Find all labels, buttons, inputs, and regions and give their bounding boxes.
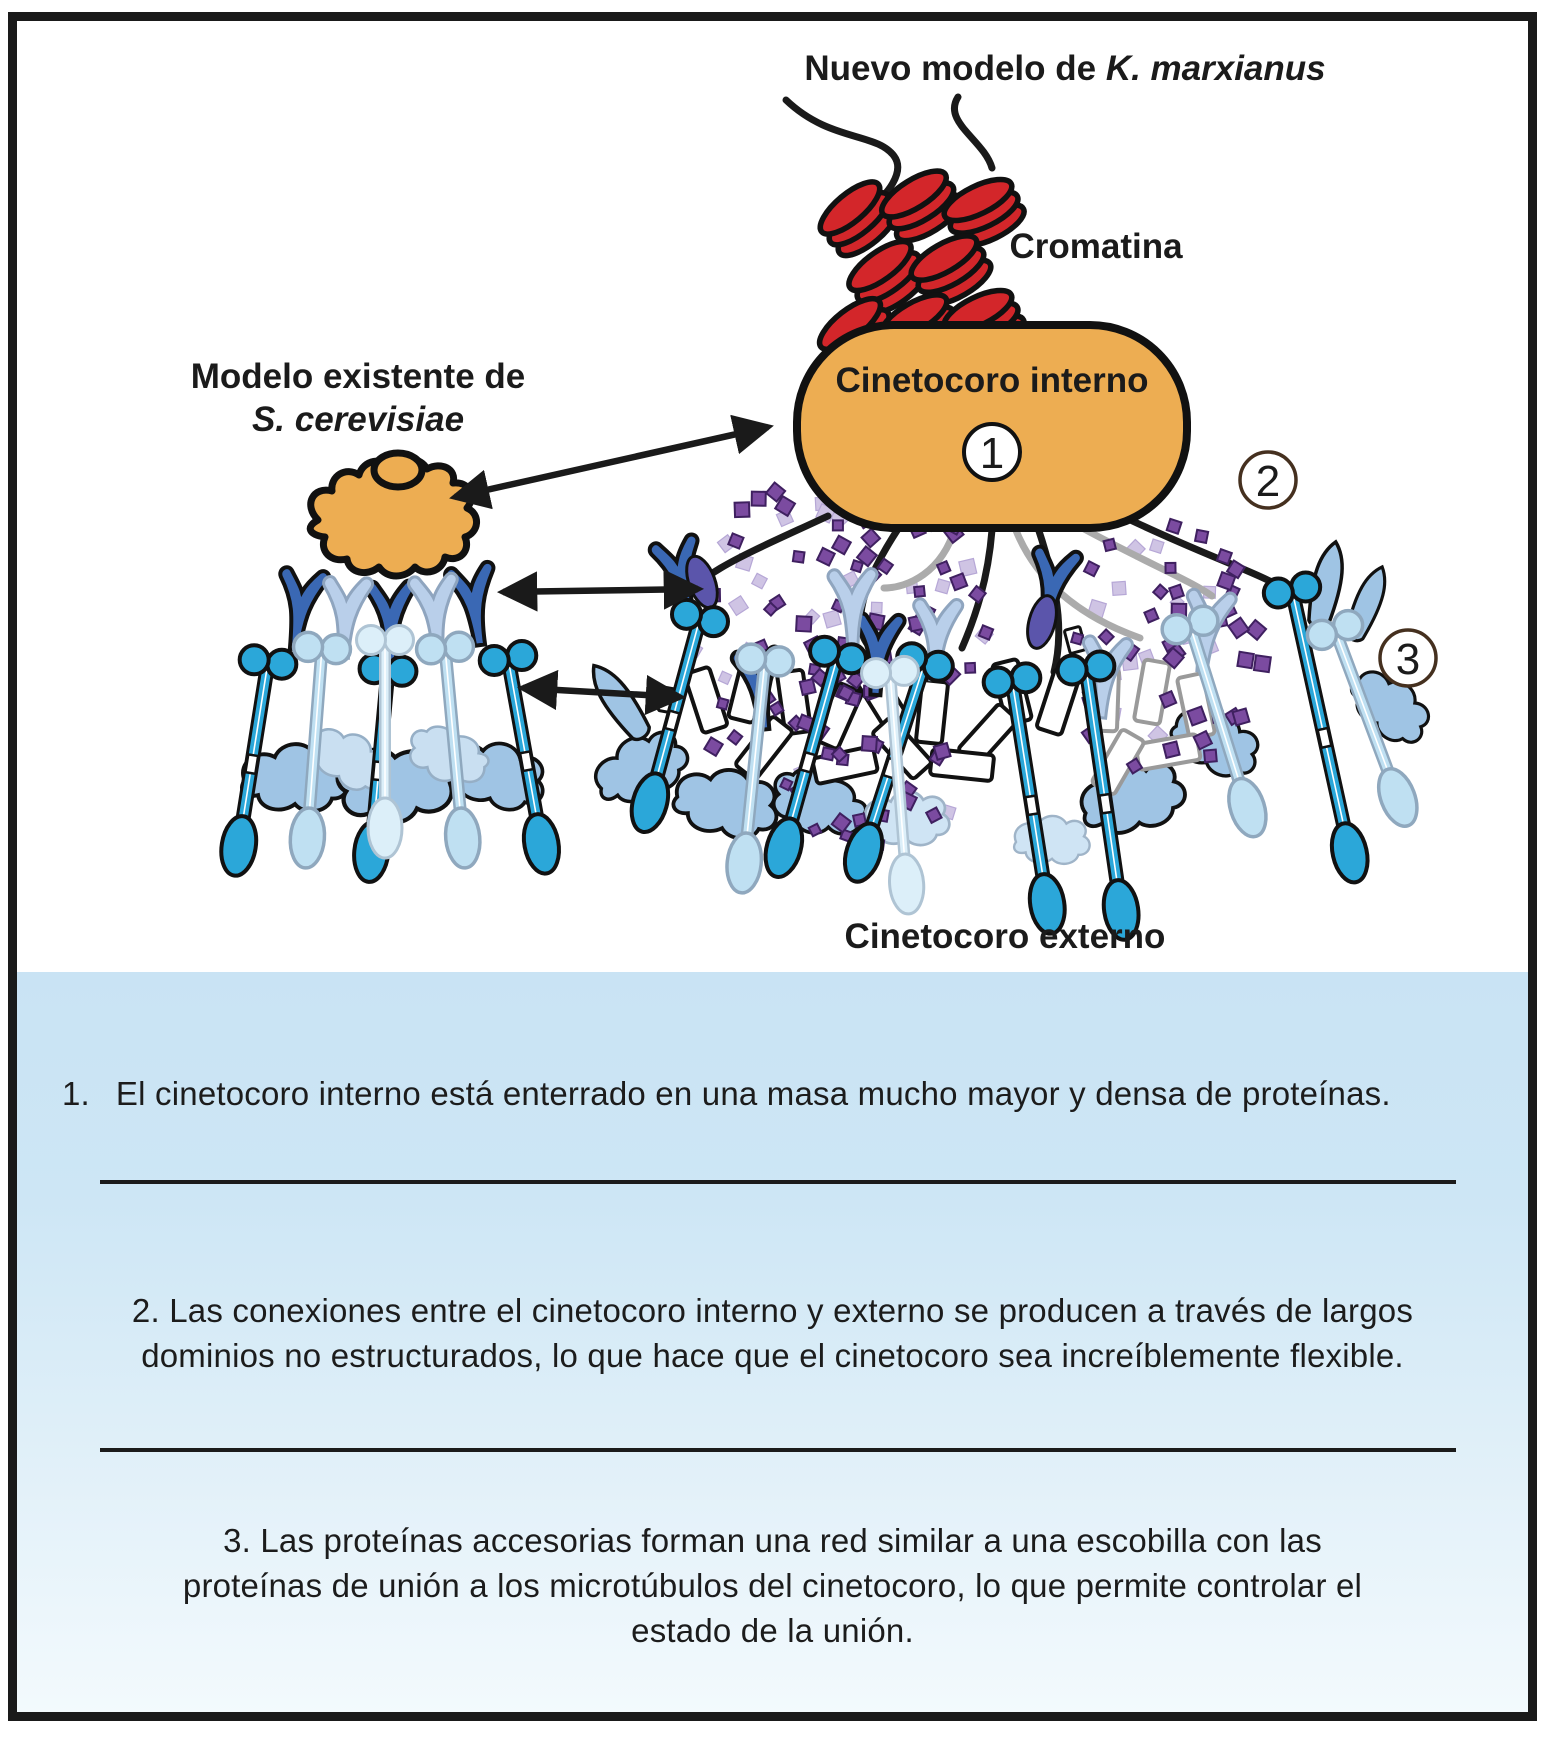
protein-rod (477, 639, 561, 876)
protein-rod (860, 654, 926, 916)
note-1-text: El cinetocoro interno está enterrado en … (115, 1075, 1391, 1112)
protein-rod (219, 643, 299, 878)
badge-3: 3 (1396, 635, 1420, 684)
badge-3-circle (1378, 628, 1438, 688)
species-name-kmarxianus: K. marxianus (1106, 49, 1326, 88)
protein-rod (1055, 649, 1141, 942)
protein-rod (288, 630, 353, 870)
outer-kinetochore-label: Cinetocoro externo (845, 917, 1166, 956)
new-model-title: Nuevo modelo de K. marxianus (804, 49, 1325, 88)
note-3: 3. Las proteínas accesorias forman una r… (182, 1522, 1363, 1649)
kinetochore-diagram: Nuevo modelo de K. marxianus Modelo exis… (191, 49, 1442, 956)
inner-kinetochore-blob (306, 455, 480, 580)
chromatin-label: Cromatina (1009, 227, 1183, 266)
protein-rod (355, 624, 415, 860)
protein-rod (1160, 604, 1268, 839)
divider-1 (100, 1180, 1456, 1184)
arrow-inner-kinetochore (449, 414, 774, 510)
badge-2: 2 (1256, 457, 1280, 506)
inner-kinetochore-label: Cinetocoro interno (835, 361, 1148, 400)
inner-kinetochore-blob-lobe (370, 449, 426, 491)
protein-rod (1261, 570, 1370, 885)
badge-1-circle (962, 422, 1022, 482)
protein-rod (981, 661, 1067, 936)
note-1-marker: 1. (62, 1075, 90, 1112)
protein-rod (725, 642, 796, 895)
protein-rod (763, 634, 868, 879)
existing-model-label-line2: S. cerevisiae (252, 400, 464, 439)
comparison-arrows (449, 414, 774, 716)
inner-kinetochore-box: Cinetocoro interno 1 (793, 321, 1191, 532)
protein-rod (1305, 608, 1419, 828)
protein-rod (414, 630, 482, 870)
dna-strands (782, 93, 996, 210)
microtubule-binding-rods (219, 570, 1419, 942)
divider-2 (100, 1448, 1456, 1452)
badge-2-circle (1238, 450, 1298, 510)
existing-model-label-line1: Modelo existente de (191, 357, 526, 396)
badge-1: 1 (980, 429, 1004, 478)
note-1: 1. El cinetocoro interno está enterrado … (62, 1071, 1508, 1116)
arrow-middle (496, 569, 705, 612)
notes-panel: 1. El cinetocoro interno está enterrado … (17, 972, 1528, 1712)
arrow-lower (516, 669, 687, 716)
note-2: 2. Las conexiones entre el cinetocoro in… (131, 1292, 1414, 1374)
figure-frame: Nuevo modelo de K. marxianus Modelo exis… (8, 12, 1537, 1721)
